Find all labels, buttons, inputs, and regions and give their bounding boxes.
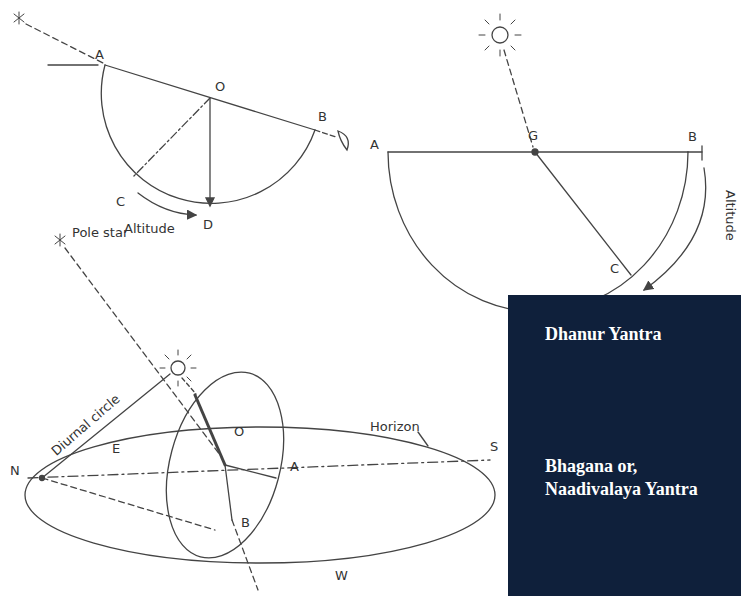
instrument-name: Dhanur Yantra <box>545 323 720 346</box>
instrument-name: Bhagana or, Naadivalaya Yantra <box>545 455 720 500</box>
point-letter: A <box>95 48 104 62</box>
point-letter: S <box>490 440 498 454</box>
point-letter: D <box>203 218 213 232</box>
point-letter: G <box>528 129 538 143</box>
point-letter: O <box>234 425 244 439</box>
point-letter: C <box>610 262 619 276</box>
point-letter: A <box>370 138 379 152</box>
point-letter: E <box>112 442 120 456</box>
point-letter: B <box>688 130 697 144</box>
title-panel: Dhanur YantraBhagana or, Naadivalaya Yan… <box>508 295 741 596</box>
point-letter: N <box>10 464 20 478</box>
point-letter: C <box>116 195 125 209</box>
annotation-label: Altitude <box>723 190 737 241</box>
annotation-label: Horizon <box>370 420 420 434</box>
point-letter: O <box>215 80 225 94</box>
point-letter: B <box>318 110 327 124</box>
point-letter: A <box>290 460 299 474</box>
annotation-label: Pole star <box>72 226 128 240</box>
point-letter: W <box>335 569 348 583</box>
annotation-label: Altitude <box>124 222 175 236</box>
point-letter: B <box>241 516 250 530</box>
